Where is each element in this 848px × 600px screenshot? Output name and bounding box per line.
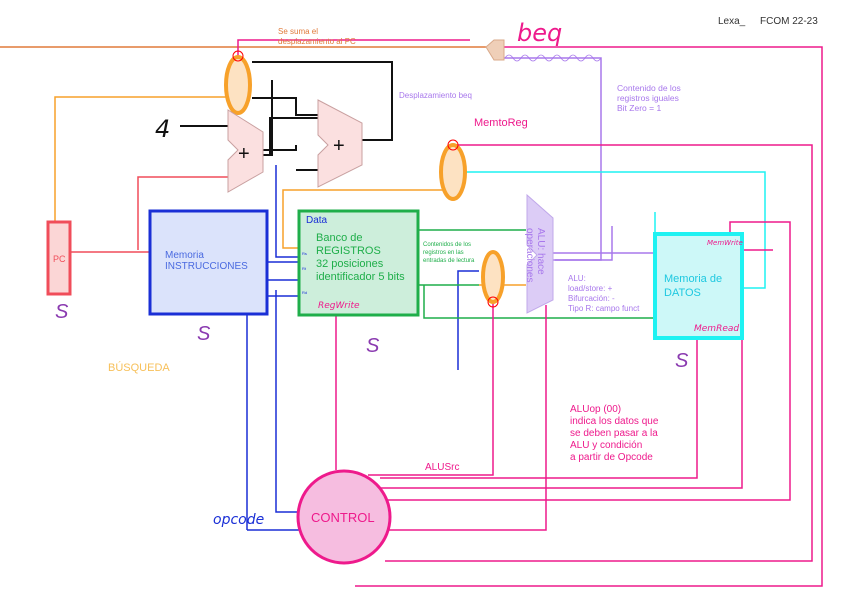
alu-label: operaciones [524, 228, 535, 282]
instr-mem-label: INSTRUCCIONES [165, 261, 248, 272]
alusrc-mux [481, 250, 505, 304]
memwrite-label: MemWrite [707, 239, 743, 247]
opcode-label: opcode [213, 512, 264, 528]
branch-adder [317, 99, 363, 188]
add-offset-text: Se suma el [278, 27, 318, 36]
add-offset-text: desplazamiento al PC [278, 37, 356, 46]
pc-register [46, 220, 72, 296]
aluop-text: se deben pasar a la [570, 428, 658, 439]
memtoreg-label: MemtoReg [474, 117, 528, 129]
rs-port: Rs [302, 251, 307, 256]
aluop-text: ALU y condición [570, 440, 642, 451]
pc-label: PC [53, 254, 66, 264]
control-wires [237, 39, 823, 587]
read-contents-text: Contenidos de los [423, 242, 471, 248]
aluop-text: indica los datos que [570, 416, 659, 427]
stage-mark: S [366, 335, 380, 357]
register-file [297, 209, 420, 317]
pc-adder [227, 109, 264, 193]
alu-ops-text: Bifurcación: - [568, 294, 615, 303]
stage-mark: S [197, 323, 211, 345]
alu-ops-text: load/store: + [568, 284, 613, 293]
alu-label: ALU: hace [535, 228, 546, 275]
memread-label: MemRead [694, 324, 739, 334]
equal-regs-text: Contenido de los [617, 83, 681, 93]
regfile-label: Banco de [316, 232, 362, 244]
alusrc-label: ALUSrc [425, 462, 459, 473]
fetch-stage-label: BÚSQUEDA [108, 361, 170, 374]
control-unit [296, 469, 392, 565]
memtoreg-mux [439, 143, 467, 201]
offset-beq-text: Desplazamiento beq [399, 91, 472, 100]
instr-mem-label: Memoria [165, 250, 204, 261]
beq-label: beq [517, 19, 562, 47]
black-wires [180, 61, 393, 171]
purple-wires [504, 54, 655, 261]
equal-regs-text: Bit Zero = 1 [617, 103, 661, 113]
control-label: CONTROL [311, 510, 375, 525]
regfile-label: REGISTROS [316, 245, 381, 257]
course-text: FCOM 22-23 [760, 16, 818, 27]
rt-port: Rt [302, 266, 307, 271]
data-mem-label: DATOS [664, 287, 701, 299]
green-wires [418, 229, 655, 319]
regfile-label: 32 posiciones [316, 258, 384, 270]
regfile-label: identificador 5 bits [316, 271, 405, 283]
data-memory [653, 232, 744, 340]
alu [526, 193, 554, 314]
pc-adder-plus: + [238, 143, 250, 165]
alu-ops-text: ALU: [568, 274, 586, 283]
read-contents-text: registros en las [423, 250, 464, 256]
constant-four: 4 [155, 115, 170, 143]
blue-wires [246, 165, 479, 531]
regwrite-label: RegWrite [318, 301, 360, 311]
alu-ops-text: Tipo R: campo funct [568, 304, 640, 313]
data-mem-label: Memoria de [664, 273, 722, 285]
branch-adder-plus: + [333, 135, 345, 157]
instruction-memory [148, 209, 269, 316]
read-contents-text: entradas de lectura [423, 258, 475, 264]
rd-port: Rd [302, 290, 307, 295]
pc-source-mux [224, 55, 252, 115]
author-text: Lexa_ [718, 16, 746, 27]
equal-regs-text: registros iguales [617, 93, 679, 103]
data-label: Data [306, 215, 328, 226]
aluop-text: a partir de Opcode [570, 452, 653, 463]
branch-and-gate [485, 39, 505, 61]
aluop-text: ALUop (00) [570, 404, 621, 415]
stage-mark: S [675, 350, 689, 372]
stage-mark: S [55, 301, 69, 323]
